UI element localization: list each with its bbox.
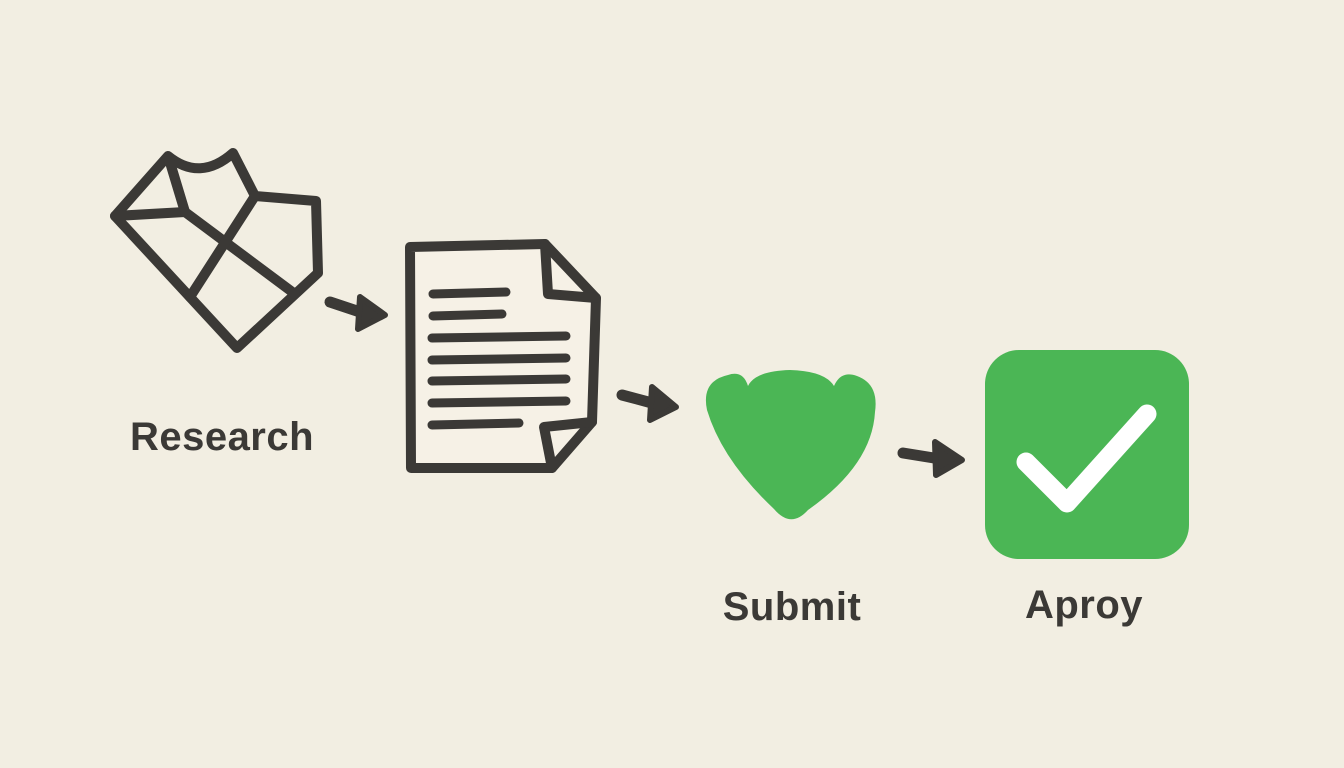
send-fan-icon bbox=[705, 370, 876, 520]
arrow-right-icon bbox=[616, 384, 679, 423]
approve-check-icon bbox=[985, 350, 1189, 559]
step-label-submit: Submit bbox=[722, 585, 862, 629]
document-icon bbox=[405, 239, 601, 473]
arrow-right-icon bbox=[897, 439, 965, 478]
checkmark-icon bbox=[1016, 404, 1157, 513]
step-label-research: Research bbox=[129, 415, 315, 459]
document-text-lines bbox=[427, 287, 571, 430]
crumpled-map-icon bbox=[110, 148, 323, 353]
arrow-right-icon bbox=[324, 294, 388, 332]
step-label-approve: Aproy bbox=[1024, 583, 1144, 627]
